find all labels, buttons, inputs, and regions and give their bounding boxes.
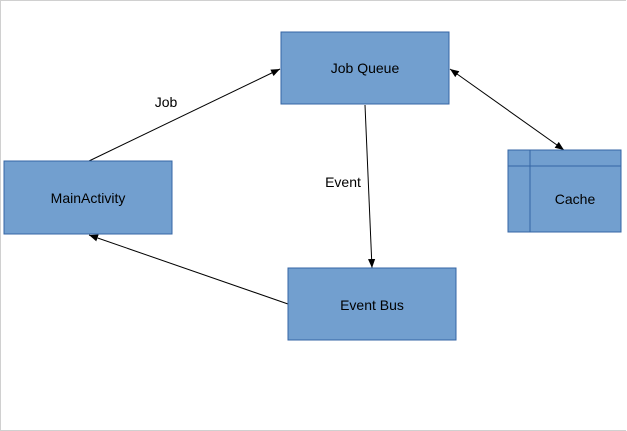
node-label-main-activity: MainActivity bbox=[51, 190, 126, 206]
node-label-event-bus: Event Bus bbox=[340, 297, 404, 313]
node-main-activity[interactable]: MainActivity bbox=[3, 160, 173, 235]
node-event-bus[interactable]: Event Bus bbox=[287, 267, 457, 341]
edge-jobqueue-cache bbox=[449, 68, 565, 151]
node-label-job-queue: Job Queue bbox=[331, 60, 400, 76]
node-label-cache: Cache bbox=[555, 191, 596, 207]
edge-eventbus-to-mainactivity bbox=[88, 234, 289, 305]
node-cache[interactable]: Cache bbox=[507, 149, 622, 233]
edge-label-job: Job bbox=[155, 94, 178, 110]
edge-mainactivity-to-jobqueue bbox=[88, 68, 281, 162]
edge-jobqueue-to-eventbus bbox=[364, 104, 376, 269]
node-job-queue[interactable]: Job Queue bbox=[280, 31, 450, 105]
edge-label-event: Event bbox=[325, 174, 361, 190]
